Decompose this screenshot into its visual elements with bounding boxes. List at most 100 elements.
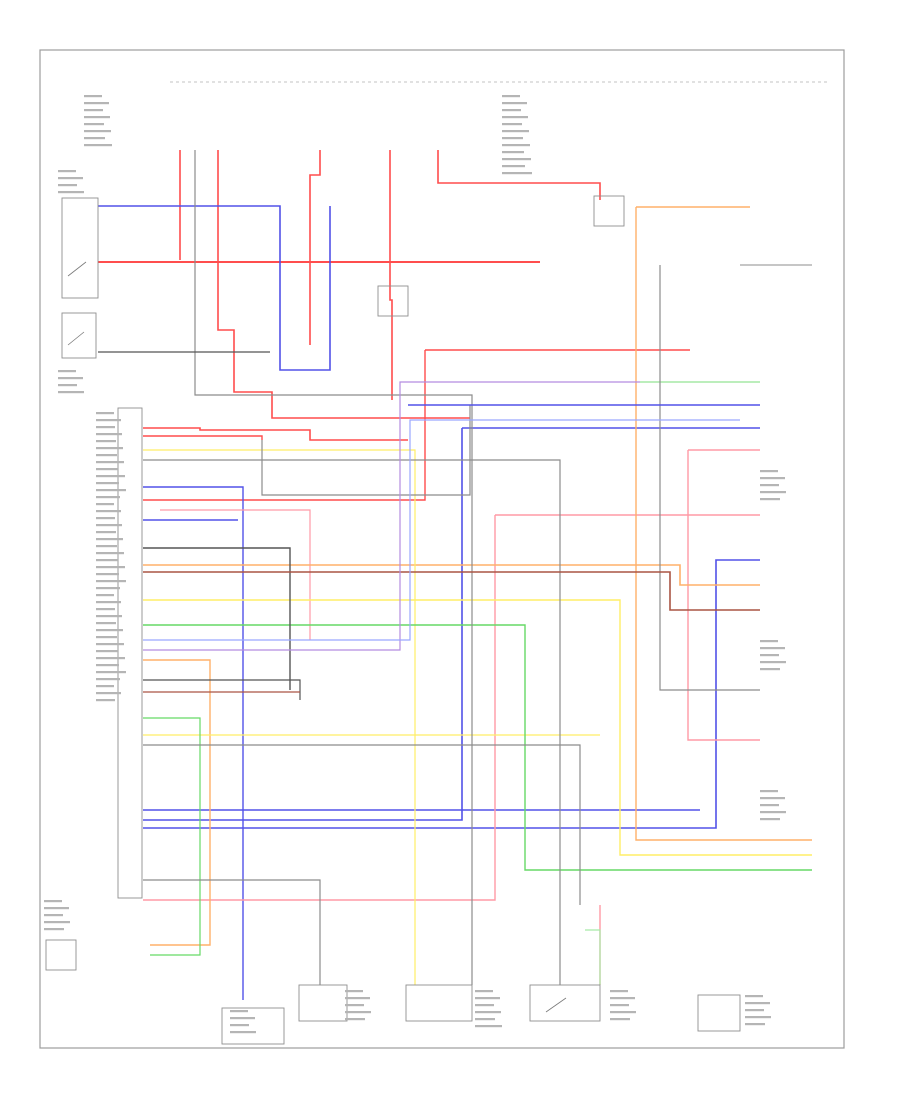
wire-gray-7 xyxy=(143,879,321,985)
label-bottom-2-line xyxy=(345,1018,365,1021)
wire-orange-1 xyxy=(143,564,760,586)
label-ecm-pins-line xyxy=(96,622,116,625)
relay-switch-symbol xyxy=(67,261,87,277)
fuse-block-right xyxy=(593,195,625,227)
label-ecm-pins-line xyxy=(96,517,115,520)
label-left-switch-line xyxy=(58,377,83,380)
wire-orange-2 xyxy=(143,659,211,946)
label-ecm-pins-line xyxy=(96,489,126,492)
label-bottom-2-line xyxy=(345,990,363,993)
wire-red-feed-1 xyxy=(217,150,470,419)
label-bottom-left-line xyxy=(44,921,70,924)
label-top-left-line xyxy=(84,123,104,126)
component-group xyxy=(45,195,741,1045)
label-bottom-5-line xyxy=(745,1002,770,1005)
wire-gray-2 xyxy=(143,459,561,985)
label-top-left-line xyxy=(84,116,110,119)
label-top-left-line xyxy=(84,137,105,140)
label-top-left-line xyxy=(84,102,109,105)
label-top-center-line xyxy=(502,130,529,133)
label-right-1-line xyxy=(760,470,778,473)
label-right-3-line xyxy=(760,804,779,807)
label-ecm-pins-line xyxy=(96,699,115,702)
label-right-3-line xyxy=(760,811,786,814)
label-bottom-3-line xyxy=(475,990,493,993)
label-top-center-line xyxy=(502,116,528,119)
wire-orange-3 xyxy=(635,207,812,841)
label-top-center-line xyxy=(502,95,520,98)
wire-gray-3 xyxy=(143,744,581,905)
label-top-center-line xyxy=(502,102,527,105)
label-ecm-pins-line xyxy=(96,454,117,457)
label-ecm-pins-line xyxy=(96,461,124,464)
label-ecm-pins-line xyxy=(96,580,126,583)
label-right-2-line xyxy=(760,647,785,650)
switch-box-left xyxy=(61,312,97,359)
label-right-1-line xyxy=(760,484,779,487)
label-ecm-pins-line xyxy=(96,482,119,485)
label-bottom-4-line xyxy=(610,990,628,993)
label-ecm-pins-line xyxy=(96,433,122,436)
label-bottom-2-line xyxy=(345,1004,364,1007)
label-ecm-pins-line xyxy=(96,643,124,646)
label-left-relay-line xyxy=(58,177,83,180)
component-box-5 xyxy=(697,994,741,1032)
label-ecm-pins-line xyxy=(96,601,121,604)
label-ecm-pins-line xyxy=(96,538,123,541)
label-bottom-left-line xyxy=(44,900,62,903)
label-bottom-2-line xyxy=(345,997,370,1000)
wire-violet-1 xyxy=(143,381,640,651)
label-ecm-pins-line xyxy=(96,650,118,653)
label-bottom-3-line xyxy=(475,1018,495,1021)
label-ecm-pins-line xyxy=(96,524,122,527)
label-ecm-pins-line xyxy=(96,587,120,590)
label-ecm-pins-line xyxy=(96,692,121,695)
label-left-switch-line xyxy=(58,384,77,387)
label-bottom-4-line xyxy=(610,1018,630,1021)
component-box-3 xyxy=(405,984,473,1022)
label-bottom-2-line xyxy=(345,1011,371,1014)
label-top-center-line xyxy=(502,137,523,140)
component-box-2 xyxy=(298,984,348,1022)
label-right-3-line xyxy=(760,818,780,821)
wire-lightgreen-2 xyxy=(585,929,601,985)
wire-yellow-3 xyxy=(143,449,416,985)
label-top-center-line xyxy=(502,144,530,147)
wire-red-ecm-3 xyxy=(143,350,426,501)
label-left-relay-line xyxy=(58,191,84,194)
label-top-center-line xyxy=(502,109,521,112)
wire-pink-2 xyxy=(143,515,496,901)
label-ecm-pins-line xyxy=(96,636,117,639)
label-top-center-line xyxy=(502,158,531,161)
label-ecm-pins-line xyxy=(96,426,115,429)
label-bottom-1-line xyxy=(230,1010,248,1013)
label-bottom-1-line xyxy=(230,1017,255,1020)
fuse-block-mid xyxy=(377,285,409,317)
component-box-1 xyxy=(221,1007,285,1045)
label-right-1-line xyxy=(760,491,786,494)
wire-lightblue-1 xyxy=(143,419,740,641)
label-bottom-3-line xyxy=(475,1025,502,1028)
label-ecm-pins-line xyxy=(96,419,121,422)
label-bottom-1-line xyxy=(230,1024,249,1027)
label-ecm-pins-line xyxy=(96,664,119,667)
wire-red-feed-5 xyxy=(437,150,601,200)
label-right-1-line xyxy=(760,498,780,501)
wire-group xyxy=(98,150,812,1000)
label-ecm-pins-line xyxy=(96,615,122,618)
label-right-1-line xyxy=(760,477,785,480)
label-group xyxy=(44,95,786,1034)
label-top-center-line xyxy=(502,151,524,154)
label-bottom-left-line xyxy=(44,907,69,910)
label-left-relay-line xyxy=(58,170,76,173)
label-top-left-line xyxy=(84,95,102,98)
wire-red-feed-4 xyxy=(389,150,393,400)
wire-gray-5 xyxy=(659,265,760,691)
wire-red-ecm-2 xyxy=(143,435,263,440)
label-left-switch-line xyxy=(58,391,84,394)
label-top-left-line xyxy=(84,144,112,147)
wire-gray-4 xyxy=(261,405,471,496)
relay-box-upper-left xyxy=(61,197,99,299)
label-ecm-pins-line xyxy=(96,608,115,611)
